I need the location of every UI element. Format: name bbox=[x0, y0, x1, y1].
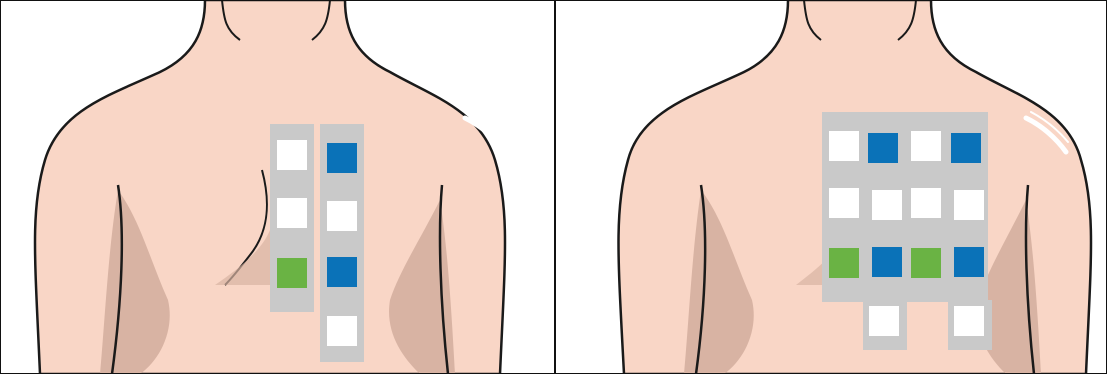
chamber-white bbox=[872, 190, 902, 220]
chamber-white bbox=[911, 188, 941, 218]
chamber-blue bbox=[327, 143, 357, 173]
chamber-blue bbox=[951, 133, 981, 163]
chamber-blue bbox=[327, 257, 357, 287]
chamber-white bbox=[954, 306, 984, 336]
right-panel-back-with-patch-grid bbox=[556, 0, 1107, 374]
chamber-green bbox=[829, 248, 859, 278]
back-figure-right bbox=[556, 0, 1107, 374]
chamber-white bbox=[911, 131, 941, 161]
chamber-white bbox=[869, 306, 899, 336]
chamber-blue bbox=[872, 247, 902, 277]
chamber-blue bbox=[954, 247, 984, 277]
chamber-blue bbox=[868, 133, 898, 163]
chamber-white bbox=[954, 190, 984, 220]
back-figure-left bbox=[0, 0, 555, 374]
chamber-white bbox=[277, 140, 307, 170]
chamber-white bbox=[277, 198, 307, 228]
chamber-white bbox=[829, 131, 859, 161]
chamber-white bbox=[327, 201, 357, 231]
left-panel-back-with-patch-strips bbox=[0, 0, 555, 374]
patch-strip-1 bbox=[270, 124, 314, 312]
chamber-green bbox=[277, 258, 307, 288]
patch-strip-2 bbox=[320, 124, 364, 362]
chamber-white bbox=[829, 188, 859, 218]
chamber-white bbox=[327, 316, 357, 346]
chamber-green bbox=[911, 248, 941, 278]
